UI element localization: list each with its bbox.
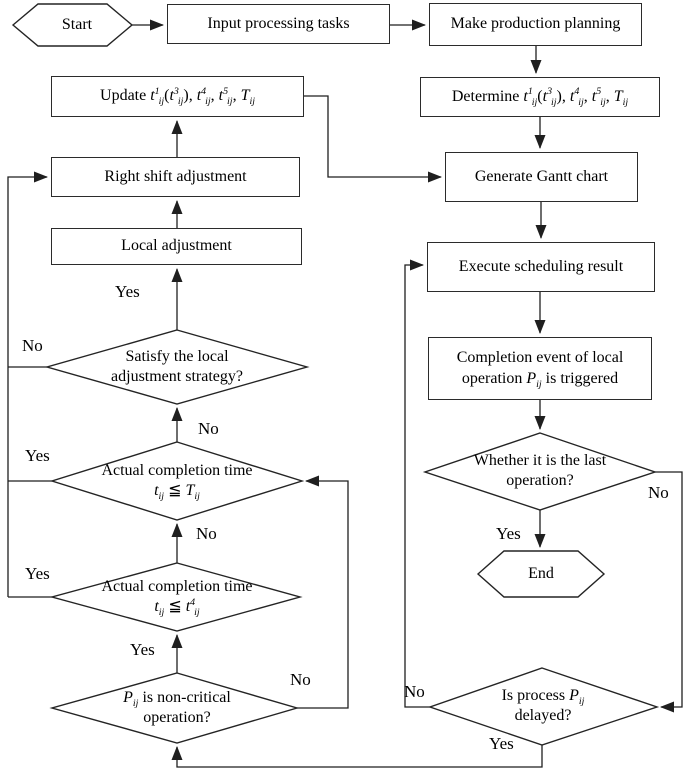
node-input-processing-tasks-label: Input processing tasks bbox=[207, 14, 350, 32]
decision-pij-noncritical-shape bbox=[49, 672, 300, 744]
node-determine-times-label: Determine t1ij(t3ij), t4ij, t5ij, Tij bbox=[451, 86, 629, 108]
edge-label-pij-no: No bbox=[290, 670, 311, 689]
node-completion-event: Completion event of local operation Pij … bbox=[428, 337, 652, 400]
node-right-shift-adjustment-label: Right shift adjustment bbox=[104, 167, 247, 185]
node-local-adjustment: Local adjustment bbox=[51, 228, 302, 265]
node-generate-gantt-chart-label: Generate Gantt chart bbox=[474, 167, 609, 185]
decision-actual-completion-T-shape bbox=[49, 441, 305, 521]
node-input-processing-tasks: Input processing tasks bbox=[167, 4, 390, 44]
edge-label-actual-T-no: No bbox=[198, 419, 219, 438]
decision-satisfy-local-label: Satisfy the local adjustment strategy? bbox=[111, 348, 243, 385]
node-end-label: End bbox=[528, 565, 554, 582]
decision-actual-completion-t4-shape bbox=[49, 562, 303, 632]
edge-pij-no-to-actual-T bbox=[297, 475, 349, 709]
edge-label-actual-t4-yes: Yes bbox=[25, 564, 50, 583]
edge-update-to-gantt bbox=[304, 95, 442, 183]
edge-is-delayed-no-to-execute bbox=[404, 259, 430, 708]
edge-is-delayed-yes-to-pij bbox=[171, 745, 543, 768]
node-make-production-planning: Make production planning bbox=[429, 3, 642, 46]
edge-label-pij-yes: Yes bbox=[130, 640, 155, 659]
edge-label-is-delayed-no: No bbox=[404, 682, 425, 701]
end-terminal-shape bbox=[476, 550, 606, 598]
edge-trunk-to-right-shift bbox=[7, 171, 48, 597]
decision-is-delayed-label: Is process Pij delayed? bbox=[501, 687, 585, 724]
node-make-production-planning-label: Make production planning bbox=[450, 15, 621, 33]
decision-whether-last-label: Whether it is the last operation? bbox=[473, 452, 607, 489]
node-execute-scheduling-result-label: Execute scheduling result bbox=[458, 257, 624, 275]
edge-whether-last-no-to-is-delayed bbox=[655, 471, 683, 713]
node-update-times: Update t1ij(t3ij), t4ij, t5ij, Tij bbox=[51, 76, 304, 117]
edge-label-satisfy-no: No bbox=[22, 336, 43, 355]
edge-label-whether-last-yes: Yes bbox=[496, 524, 521, 543]
edge-label-whether-last-no: No bbox=[648, 483, 669, 502]
node-generate-gantt-chart: Generate Gantt chart bbox=[445, 152, 638, 202]
node-execute-scheduling-result: Execute scheduling result bbox=[427, 242, 655, 292]
node-start-label: Start bbox=[61, 16, 93, 33]
node-determine-times: Determine t1ij(t3ij), t4ij, t5ij, Tij bbox=[420, 77, 660, 117]
edge-label-satisfy-yes: Yes bbox=[115, 282, 140, 301]
node-right-shift-adjustment: Right shift adjustment bbox=[51, 157, 300, 197]
node-update-times-label: Update t1ij(t3ij), t4ij, t5ij, Tij bbox=[100, 85, 255, 108]
edge-label-actual-T-yes: Yes bbox=[25, 446, 50, 465]
decision-pij-noncritical-label: Pij is non-critical operation? bbox=[123, 689, 231, 726]
node-completion-event-label: Completion event of local operation Pij … bbox=[456, 348, 624, 390]
edge-label-is-delayed-yes: Yes bbox=[489, 734, 514, 753]
edge-label-actual-t4-no: No bbox=[196, 524, 217, 543]
decision-satisfy-local-shape bbox=[44, 329, 310, 405]
node-local-adjustment-label: Local adjustment bbox=[121, 237, 232, 255]
